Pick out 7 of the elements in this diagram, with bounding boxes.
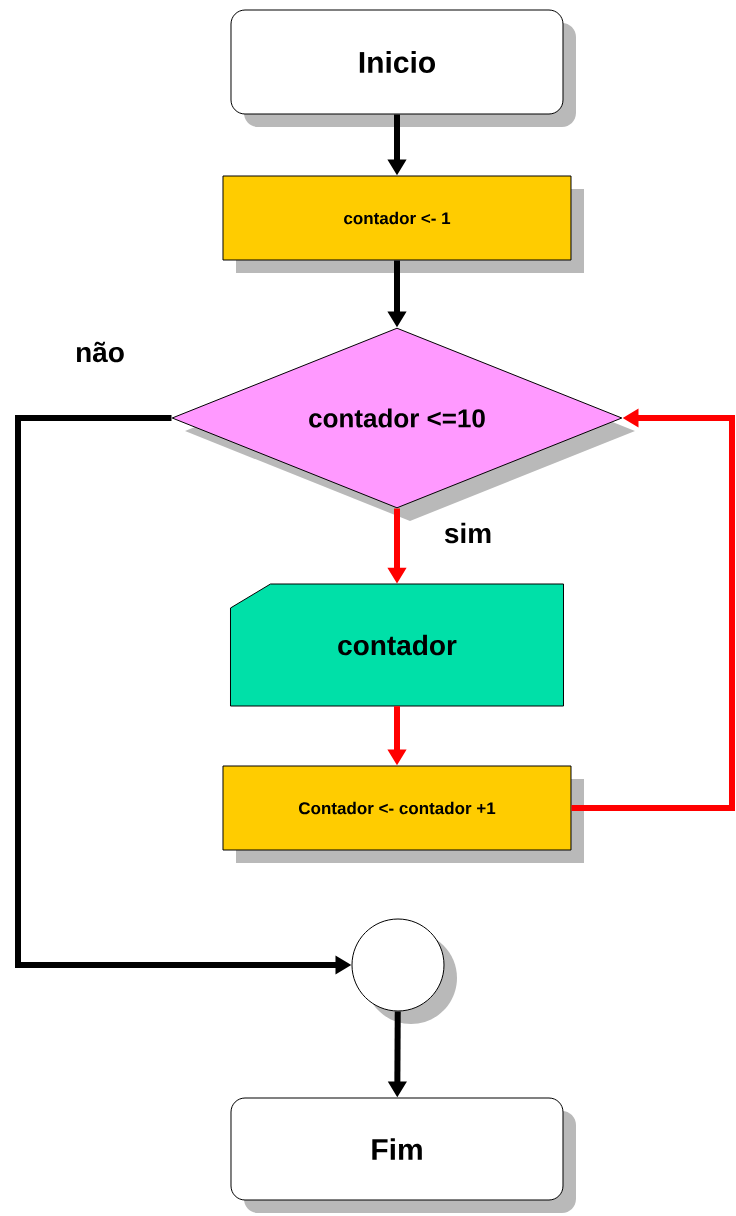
output-box: contador <box>230 583 564 707</box>
connector-circle <box>351 918 457 1024</box>
end-box: Fim <box>230 1097 576 1213</box>
start-box: Inicio <box>230 9 576 127</box>
process-box: Contador <- contador +1 <box>222 765 584 863</box>
edge-label: não <box>73 339 127 365</box>
process-box: contador <- 1 <box>222 175 584 273</box>
